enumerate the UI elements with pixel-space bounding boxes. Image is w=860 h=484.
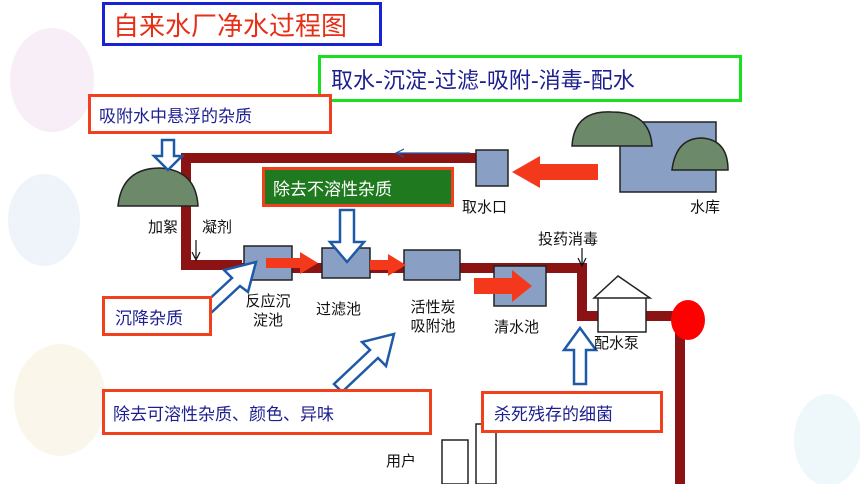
flow-arrow-reservoir-to-intake	[512, 156, 598, 188]
process-steps-box: 取水-沉淀-过滤-吸附-消毒-配水	[318, 55, 742, 102]
hint-arrow-up-kill	[561, 325, 599, 386]
intake-box	[475, 149, 509, 187]
flow-arrow-filter-to-carbon	[370, 254, 406, 276]
bg-balloon-right	[794, 394, 860, 484]
coagulant-hill	[117, 167, 199, 207]
bg-balloon-left-low	[14, 344, 106, 456]
pipe-intake-to-coagulant	[181, 153, 480, 270]
label-intake: 取水口	[462, 198, 508, 216]
building-1	[441, 439, 469, 484]
label-user: 用户	[386, 452, 417, 470]
tree-right	[671, 137, 729, 171]
tree-left	[571, 111, 653, 147]
label-coagulant-a: 加絮	[148, 218, 179, 236]
label-carbon-line1: 活性炭	[410, 298, 456, 316]
label-pump: 配水泵	[594, 334, 640, 352]
diagram-title: 自来水厂净水过程图	[102, 2, 382, 46]
hint-arrow-settle	[202, 260, 258, 314]
label-carbon-line2: 吸附池	[410, 317, 456, 335]
flow-arrow-carbon-to-clear	[474, 270, 532, 302]
label-reaction-tank: 反应沉 淀池	[238, 292, 298, 330]
coagulant-drop-arrow	[191, 240, 201, 262]
label-reaction-line2: 淀池	[252, 311, 283, 329]
pump-ball	[671, 300, 705, 340]
label-carbon-tank: 活性炭 吸附池	[398, 298, 468, 336]
annotation-remove-soluble: 除去可溶性杂质、颜色、异味	[102, 389, 432, 435]
hint-arrow-down-absorb	[150, 138, 186, 172]
hint-arrow-down-insoluble	[327, 208, 367, 264]
background-decoration	[8, 28, 860, 484]
pump-house	[592, 275, 653, 333]
pump-house-roof	[592, 275, 653, 299]
bg-balloon-left-top	[10, 28, 94, 132]
building-2	[475, 423, 497, 484]
disinfect-drop-arrow	[577, 248, 587, 268]
label-reaction-line1: 反应沉	[245, 292, 291, 310]
tank-carbon-body	[403, 249, 461, 281]
label-coagulant-b: 凝剂	[202, 218, 233, 236]
pump-house-body	[597, 295, 647, 333]
label-reservoir: 水库	[690, 198, 721, 216]
tank-carbon	[403, 249, 461, 281]
hint-arrow-soluble	[332, 332, 396, 394]
thin-flow-arrow	[394, 148, 470, 158]
reservoir	[571, 111, 729, 193]
annotation-settle-impurities: 沉降杂质	[102, 296, 212, 336]
label-clear-water-tank: 清水池	[494, 318, 540, 336]
annotation-remove-insoluble: 除去不溶性杂质	[262, 167, 454, 207]
flow-arrow-reaction-to-filter	[266, 252, 318, 274]
bg-balloon-left-mid	[8, 174, 80, 266]
annotation-kill-bacteria: 杀死残存的细菌	[481, 391, 663, 433]
label-disinfect: 投药消毒	[538, 230, 599, 248]
user-buildings	[441, 423, 497, 484]
annotation-absorb-suspended: 吸附水中悬浮的杂质	[88, 94, 332, 134]
label-filter-tank: 过滤池	[316, 300, 362, 318]
